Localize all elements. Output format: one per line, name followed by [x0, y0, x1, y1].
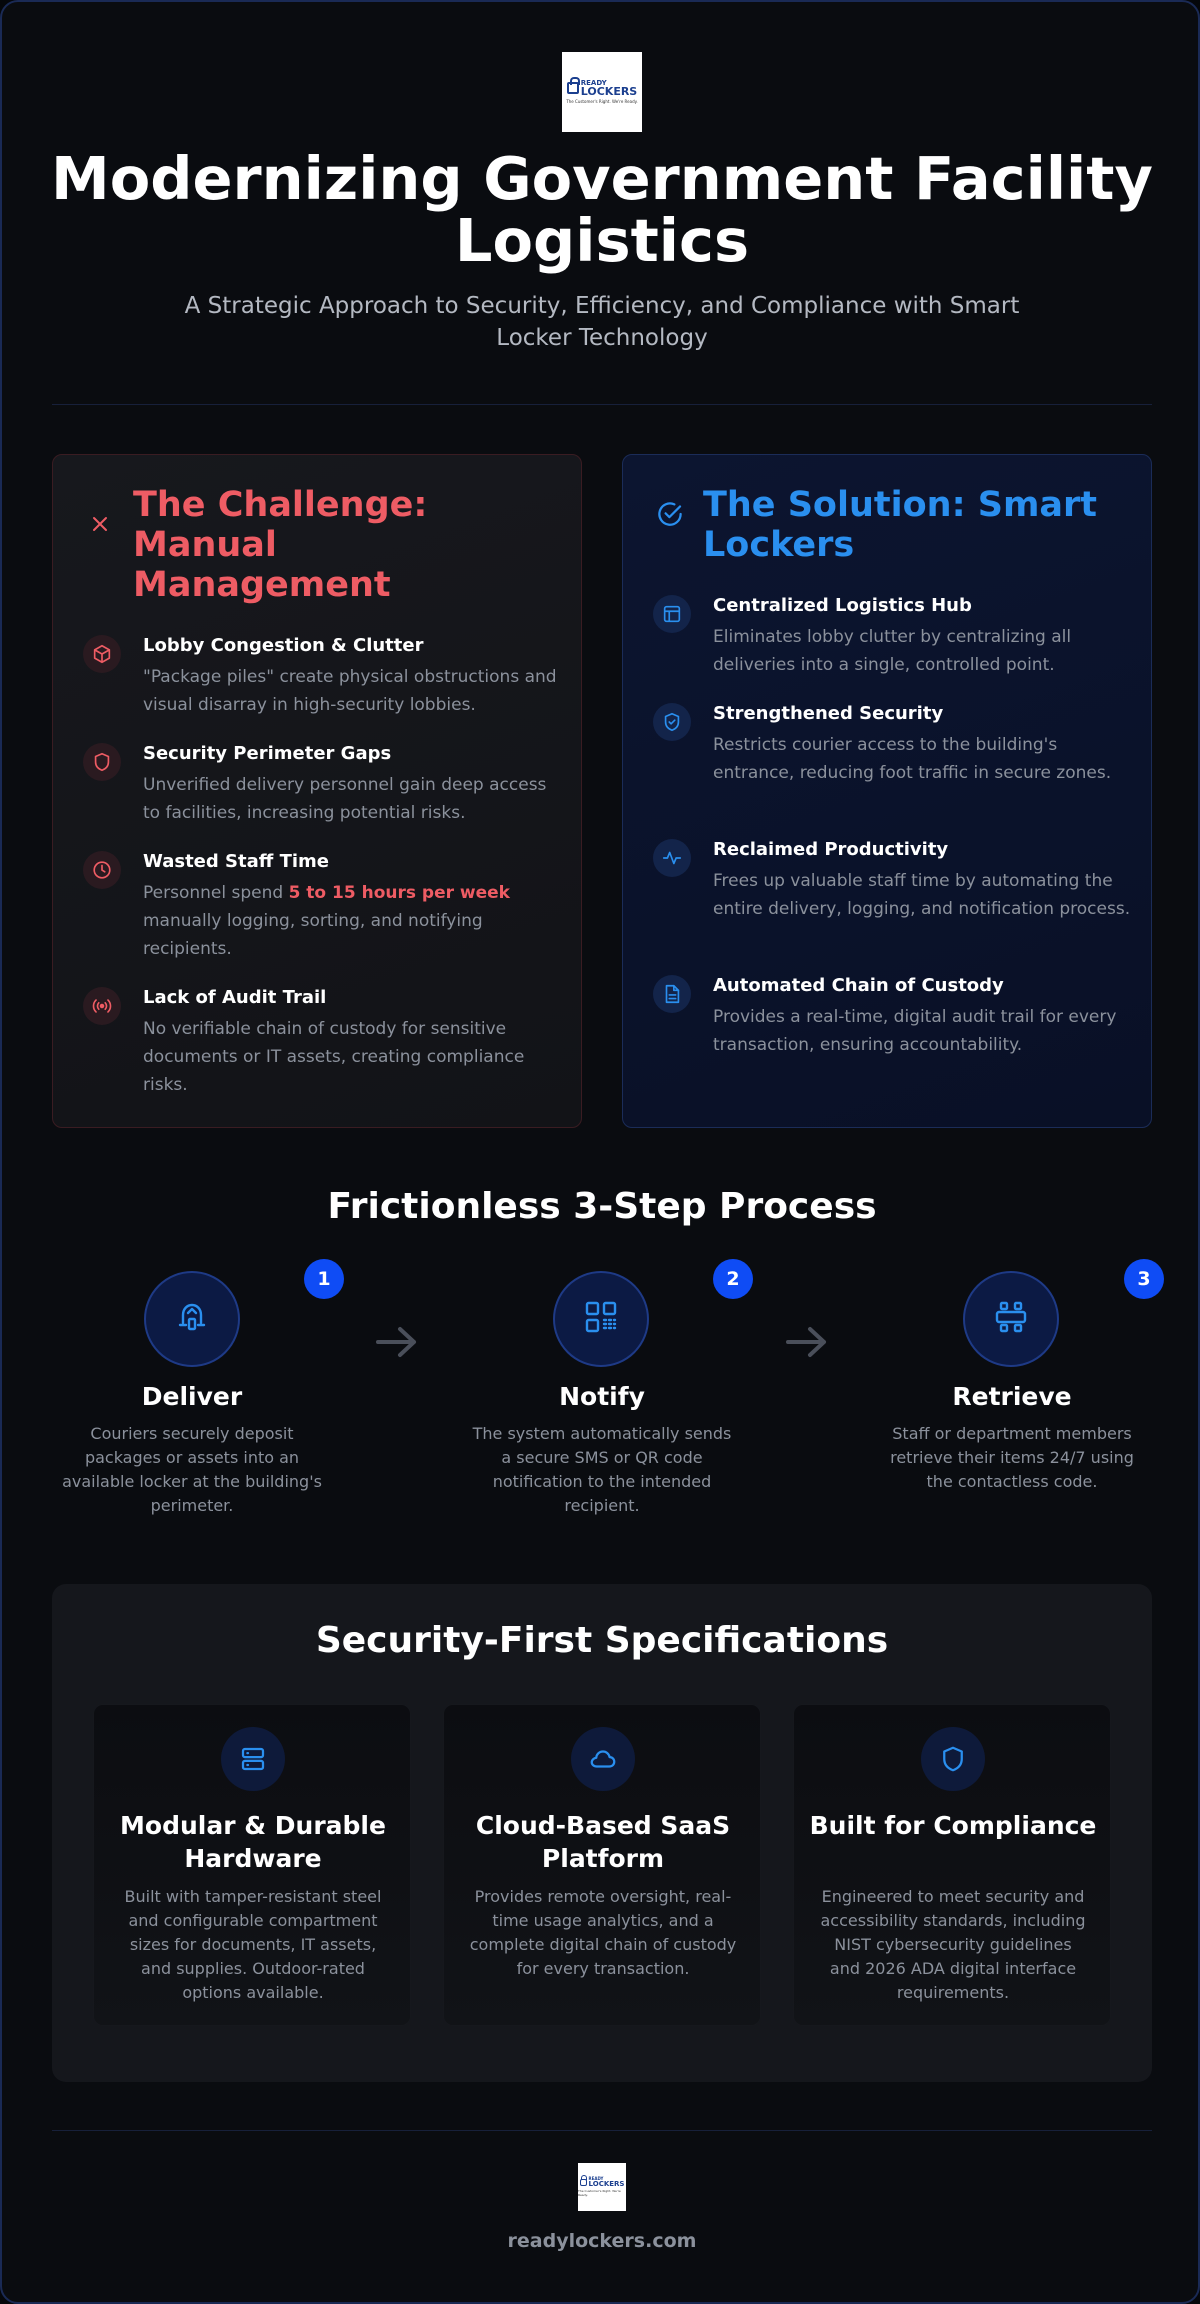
process-title: Frictionless 3-Step Process [327, 1186, 877, 1227]
challenge-item-text: "Package piles" create physical obstruct… [143, 667, 557, 715]
activity-icon [653, 839, 691, 877]
step-text: Staff or department members retrieve the… [890, 1424, 1134, 1491]
spec-title: Cloud-Based SaaS Platform [475, 1811, 731, 1873]
spec-title: Built for Compliance [809, 1811, 1097, 1840]
logo-line1: READY [580, 78, 607, 87]
spec-title: Modular & Durable Hardware [120, 1811, 386, 1873]
step-text: Couriers securely deposit packages or as… [62, 1424, 322, 1515]
highlight-stat: 5 to 15 hours per week [288, 883, 510, 903]
solution-item-title: Strengthened Security [713, 703, 944, 724]
close-icon [83, 507, 117, 541]
layout-icon [653, 595, 691, 633]
challenge-item-title: Security Perimeter Gaps [143, 743, 392, 764]
challenge-item-title: Lobby Congestion & Clutter [143, 635, 424, 656]
challenge-item-text: No verifiable chain of custody for sensi… [143, 1019, 525, 1095]
challenge-item: Wasted Staff Time Personnel spend 5 to 1… [83, 851, 563, 963]
spec-text: Engineered to meet security and accessib… [820, 1887, 1086, 2002]
arrow-right-icon [782, 1322, 832, 1362]
logo-line1: READY [588, 2175, 604, 2181]
broadcast-icon [83, 987, 121, 1025]
logo-tagline: The Customer's Right. We're Ready. [578, 2189, 621, 2198]
spec-text: Built with tamper-resistant steel and co… [124, 1887, 382, 2002]
shield-check-icon [653, 703, 691, 741]
footer-logo: READY LOCKERS The Customer's Right. We'r… [578, 2163, 626, 2211]
lock-icon [579, 2174, 587, 2186]
qr-code-icon [579, 1295, 623, 1343]
box-icon [83, 635, 121, 673]
solution-item: Automated Chain of Custody Provides a re… [653, 975, 1133, 1059]
solution-item-text: Eliminates lobby clutter by centralizing… [713, 627, 1072, 675]
challenge-item-text: Unverified delivery personnel gain deep … [143, 775, 547, 823]
solution-item-title: Automated Chain of Custody [713, 975, 1004, 996]
footer-link[interactable]: readylockers.com [507, 2230, 697, 2252]
spec-card: Cloud-Based SaaS Platform Provides remot… [443, 1704, 761, 2026]
step-text: The system automatically sends a secure … [472, 1424, 732, 1515]
challenge-item: Lack of Audit Trail No verifiable chain … [83, 987, 563, 1099]
step-number-badge: 2 [713, 1259, 753, 1299]
solution-header: The Solution: Smart Lockers [653, 485, 1123, 565]
challenge-title: The Challenge: Manual Management [133, 485, 428, 605]
step-title: Notify [559, 1382, 645, 1411]
solution-item: Reclaimed Productivity Frees up valuable… [653, 839, 1133, 923]
spec-card: Modular & Durable Hardware Built with ta… [93, 1704, 411, 2026]
spec-text: Provides remote oversight, real-time usa… [469, 1887, 737, 1978]
specs-title: Security-First Specifications [315, 1620, 889, 1661]
step-number-badge: 3 [1124, 1259, 1164, 1299]
solution-item-title: Centralized Logistics Hub [713, 595, 972, 616]
clock-icon [83, 851, 121, 889]
text-part: manually logging, sorting, and notifying… [143, 911, 483, 959]
solution-item-text: Frees up valuable staff time by automati… [713, 871, 1131, 919]
solution-item: Strengthened Security Restricts courier … [653, 703, 1133, 787]
hand-package-icon [170, 1295, 214, 1343]
cloud-icon [571, 1727, 635, 1791]
step-icon-circle [963, 1271, 1059, 1367]
challenge-item-text: Personnel spend 5 to 15 hours per week m… [143, 879, 563, 963]
page-title: Modernizing Government Facility Logistic… [51, 144, 1153, 275]
solution-card: The Solution: Smart Lockers Centralized … [622, 454, 1152, 1128]
shield-icon [83, 743, 121, 781]
step-title: Retrieve [952, 1382, 1072, 1411]
arrow-right-icon [372, 1322, 422, 1362]
logo-line2: LOCKERS [580, 84, 638, 98]
page-subtitle: A Strategic Approach to Security, Effici… [184, 293, 1020, 351]
challenge-card: The Challenge: Manual Management Lobby C… [52, 454, 582, 1128]
brand-logo: READY LOCKERS The Customer's Right. We'r… [562, 52, 642, 132]
step-icon-circle [553, 1271, 649, 1367]
solution-title: The Solution: Smart Lockers [703, 485, 1098, 565]
challenge-item-title: Wasted Staff Time [143, 851, 330, 872]
step-icon-circle [144, 1271, 240, 1367]
logo-line2: LOCKERS [588, 2179, 625, 2188]
solution-item-text: Restricts courier access to the building… [713, 735, 1112, 783]
check-circle-icon [653, 497, 687, 531]
text-part: Personnel spend [143, 883, 289, 903]
solution-item-text: Provides a real-time, digital audit trai… [713, 1007, 1117, 1055]
header-divider [52, 404, 1152, 405]
server-icon [221, 1727, 285, 1791]
logo-tagline: The Customer's Right. We're Ready. [566, 99, 638, 105]
step-number-badge: 1 [304, 1259, 344, 1299]
shield-icon [921, 1727, 985, 1791]
spec-card: Built for Compliance Engineered to meet … [793, 1704, 1111, 2026]
lock-icon [566, 77, 580, 95]
footer-divider [52, 2130, 1152, 2131]
keypad-icon [989, 1295, 1033, 1343]
challenge-item-title: Lack of Audit Trail [143, 987, 327, 1008]
challenge-header: The Challenge: Manual Management [83, 485, 513, 605]
challenge-item: Security Perimeter Gaps Unverified deliv… [83, 743, 563, 827]
solution-item-title: Reclaimed Productivity [713, 839, 949, 860]
document-icon [653, 975, 691, 1013]
solution-item: Centralized Logistics Hub Eliminates lob… [653, 595, 1133, 679]
challenge-item: Lobby Congestion & Clutter "Package pile… [83, 635, 563, 719]
step-title: Deliver [141, 1382, 243, 1411]
